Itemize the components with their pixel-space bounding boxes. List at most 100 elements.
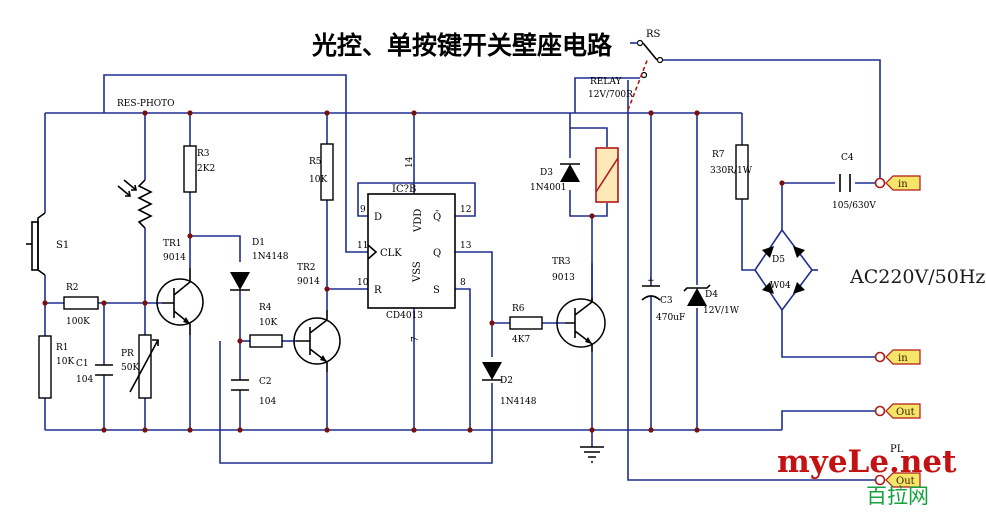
resistor-r4 bbox=[249, 334, 283, 348]
capacitor-c1 bbox=[95, 364, 113, 376]
d5-value: W04 bbox=[770, 281, 791, 291]
res-photo-label: RES-PHOTO bbox=[117, 99, 175, 109]
photoresistor bbox=[117, 179, 153, 229]
c3-value: 470uF bbox=[656, 313, 685, 323]
relay-name: RELAY bbox=[590, 77, 622, 87]
tr3-value: 9013 bbox=[552, 273, 575, 283]
diagram-title: 光控、单按键开关壁座电路 bbox=[311, 31, 613, 60]
r7-value: 330R/1W bbox=[710, 166, 753, 176]
c3-ref: C3 bbox=[660, 296, 673, 306]
ic-pin-d: D bbox=[374, 212, 382, 223]
pl-label: PL bbox=[890, 444, 904, 455]
r7-ref: R7 bbox=[712, 150, 725, 160]
potentiometer-pr bbox=[129, 334, 159, 399]
zener-d4 bbox=[683, 284, 711, 306]
r2-ref: R2 bbox=[66, 283, 79, 293]
c2-ref: C2 bbox=[259, 377, 272, 387]
tr2-value: 9014 bbox=[297, 277, 320, 287]
ic-pin-7: 7 bbox=[411, 336, 421, 342]
c3-plus: + bbox=[647, 276, 655, 286]
tr3-ref: TR3 bbox=[552, 257, 571, 267]
d3-value: 1N4001 bbox=[530, 183, 567, 193]
c1-value: 104 bbox=[76, 375, 93, 385]
ic-part: CD4013 bbox=[386, 311, 423, 321]
r5-value: 10K bbox=[309, 175, 327, 185]
bridge-rectifier-d5 bbox=[754, 228, 813, 312]
wires bbox=[44, 59, 881, 481]
c1-ref: C1 bbox=[76, 359, 89, 369]
switch-rs bbox=[627, 39, 664, 111]
r4-ref: R4 bbox=[259, 303, 272, 313]
relay-rating: 12V/700R bbox=[588, 90, 633, 100]
diode-d3 bbox=[560, 163, 580, 182]
watermark-cjk: 百拉网 bbox=[866, 484, 929, 508]
port-out-bottom-label: Out bbox=[896, 476, 915, 487]
ic-pin-qbar: Q̄ bbox=[433, 211, 441, 223]
pr-ref: PR bbox=[121, 349, 134, 359]
resistor-r6 bbox=[509, 316, 543, 330]
port-in-bottom-label: in bbox=[898, 353, 908, 364]
ac-label: AC220V/50Hz bbox=[849, 266, 985, 288]
d1-value: 1N4148 bbox=[252, 252, 289, 262]
ic-pin-clk: CLK bbox=[380, 248, 402, 259]
transistor-tr3 bbox=[556, 298, 606, 352]
r6-ref: R6 bbox=[512, 304, 525, 314]
d1-ref: D1 bbox=[252, 238, 265, 248]
pushbutton-s1 bbox=[26, 212, 46, 276]
port-in-top-label: in bbox=[898, 179, 908, 190]
d2-ref: D2 bbox=[500, 376, 513, 386]
ground-symbol bbox=[580, 446, 604, 463]
ic-pin-14: 14 bbox=[405, 156, 415, 168]
d2-value: 1N4148 bbox=[500, 397, 537, 407]
r1-ref: R1 bbox=[56, 343, 69, 353]
port-out-bottom bbox=[874, 472, 921, 488]
r5-ref: R5 bbox=[309, 157, 322, 167]
tr1-ref: TR1 bbox=[163, 239, 182, 249]
ic-pin-vss: VSS bbox=[412, 261, 423, 283]
resistor-r1 bbox=[38, 335, 52, 399]
r4-value: 10K bbox=[259, 318, 277, 328]
ic-pin-q: Q bbox=[433, 248, 441, 259]
r1-value: 10K bbox=[56, 357, 74, 367]
r3-ref: R3 bbox=[197, 149, 210, 159]
d4-value: 12V/1W bbox=[703, 306, 740, 316]
ic-ref: IC?B bbox=[392, 184, 416, 195]
relay-coil bbox=[595, 147, 619, 203]
port-in-bottom bbox=[874, 349, 921, 365]
tr1-value: 9014 bbox=[163, 253, 186, 263]
diode-d1 bbox=[230, 272, 250, 291]
capacitor-c2 bbox=[231, 379, 249, 391]
junction-dots bbox=[42, 110, 785, 433]
transistor-tr1 bbox=[156, 268, 204, 335]
resistor-r7 bbox=[735, 144, 749, 200]
capacitor-c4 bbox=[839, 174, 851, 192]
r2-value: 100K bbox=[66, 317, 90, 327]
ic-pin-s: S bbox=[433, 285, 440, 296]
ic-pin-10: 10 bbox=[357, 278, 369, 288]
ic-cd4013 bbox=[367, 193, 456, 309]
d3-ref: D3 bbox=[540, 168, 553, 178]
resistor-r5 bbox=[320, 143, 334, 201]
port-out-top bbox=[874, 403, 921, 419]
ic-pin-8: 8 bbox=[460, 278, 466, 288]
c4-ref: C4 bbox=[841, 153, 854, 163]
ic-pin-vdd: VDD bbox=[413, 209, 424, 233]
ic-pin-12: 12 bbox=[460, 205, 471, 215]
transistor-tr2 bbox=[293, 310, 341, 372]
resistor-r2 bbox=[63, 296, 99, 310]
capacitor-c3 bbox=[641, 285, 661, 301]
pr-value: 50K bbox=[121, 363, 139, 373]
ic-pin-9: 9 bbox=[360, 205, 366, 215]
switch-rs-label: RS bbox=[646, 29, 661, 40]
s1-label: S1 bbox=[56, 240, 69, 251]
tr2-ref: TR2 bbox=[297, 263, 316, 273]
watermark-latin: myeLe.net bbox=[777, 444, 957, 480]
port-out-top-label: Out bbox=[896, 407, 915, 418]
d4-ref: D4 bbox=[705, 290, 718, 300]
diode-d2 bbox=[482, 362, 502, 381]
port-in-top bbox=[874, 175, 921, 191]
d5-ref: D5 bbox=[772, 255, 785, 265]
ic-pin-r: R bbox=[374, 285, 382, 296]
ic-pin-13: 13 bbox=[460, 241, 472, 251]
